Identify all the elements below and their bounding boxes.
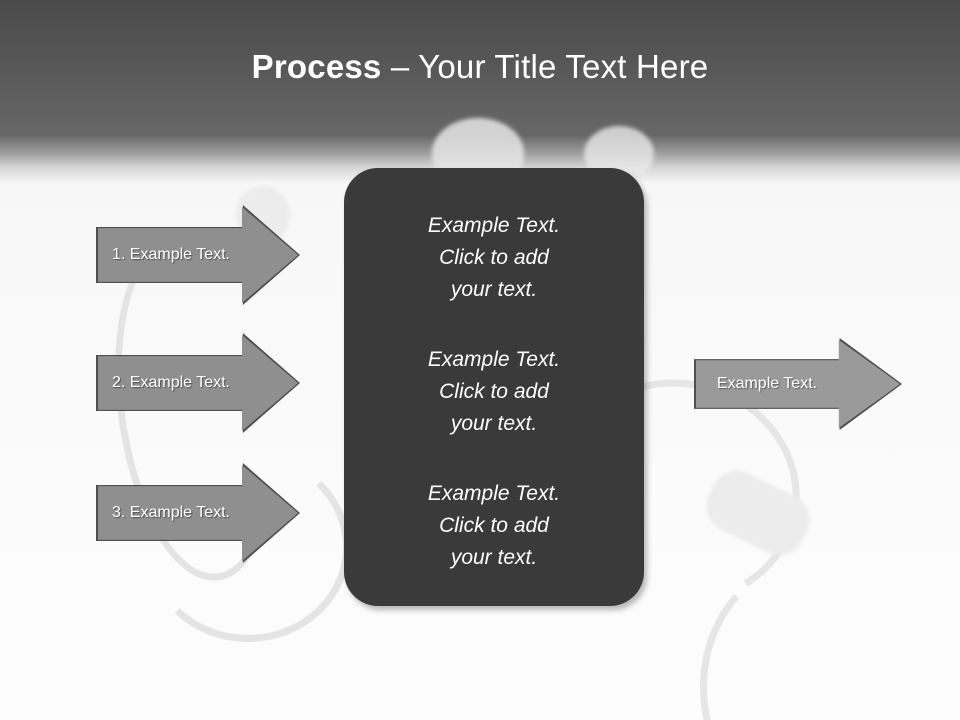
right-arrow[interactable]: Example Text. bbox=[694, 338, 902, 430]
right-arrow-label: Example Text. bbox=[716, 375, 818, 392]
center-text-block-3-line-1: Example Text. bbox=[427, 482, 561, 505]
page-title-strong: Process bbox=[251, 48, 382, 85]
left-arrow-1-label: 1. Example Text. bbox=[112, 246, 230, 263]
left-arrow-2[interactable]: 2. Example Text. bbox=[96, 333, 300, 433]
center-text-block-3: Example Text. Click to add your text. bbox=[344, 478, 644, 574]
center-text-block-2: Example Text. Click to add your text. bbox=[344, 344, 644, 440]
center-process-panel[interactable]: Example Text. Click to add your text. Ex… bbox=[344, 168, 644, 606]
center-text-block-3-line-2: Click to add bbox=[439, 514, 549, 537]
left-arrow-2-label: 2. Example Text. bbox=[112, 374, 230, 391]
left-arrow-3-label: 3. Example Text. bbox=[112, 504, 230, 521]
center-text-block-2-line-1: Example Text. bbox=[427, 348, 561, 371]
center-text-block-1-line-3: your text. bbox=[450, 278, 538, 301]
left-arrow-1[interactable]: 1. Example Text. bbox=[96, 205, 300, 305]
center-text-block-2-line-3: your text. bbox=[450, 412, 538, 435]
left-arrow-3[interactable]: 3. Example Text. bbox=[96, 463, 300, 563]
center-text-block-1-line-2: Click to add bbox=[439, 246, 549, 269]
center-text-block-3-line-3: your text. bbox=[450, 546, 538, 569]
center-text-block-2-line-2: Click to add bbox=[439, 380, 549, 403]
center-text-block-1: Example Text. Click to add your text. bbox=[344, 210, 644, 306]
center-text-block-1-line-1: Example Text. bbox=[427, 214, 561, 237]
page-title-rest: – Your Title Text Here bbox=[381, 48, 709, 85]
header-band bbox=[0, 0, 960, 136]
page-title: Process – Your Title Text Here bbox=[0, 48, 960, 86]
